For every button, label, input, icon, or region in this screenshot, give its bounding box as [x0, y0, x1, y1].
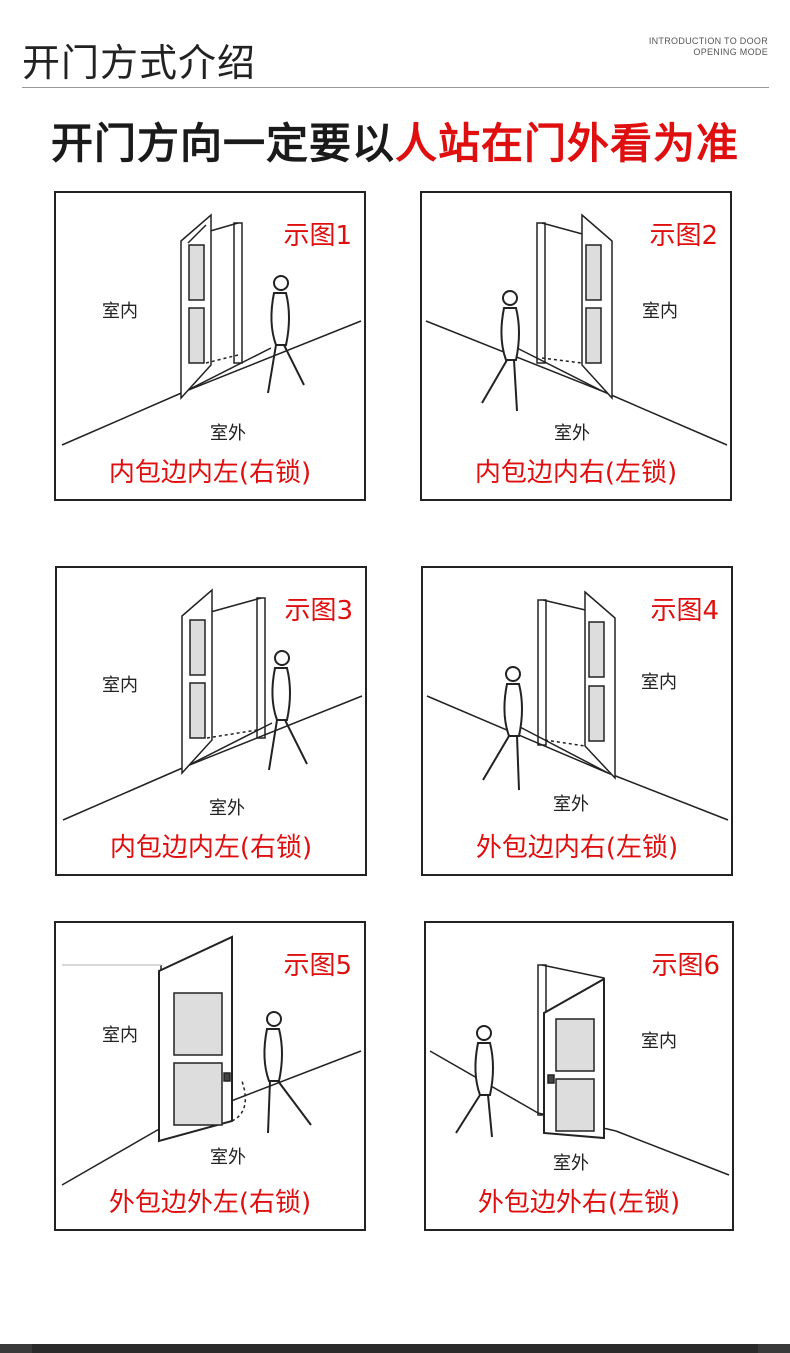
door-illustration-6 [429, 964, 730, 1176]
headline: 开门方向一定要以人站在门外看为准 [0, 110, 790, 171]
panel-caption: 外包边外右(左锁) [477, 1188, 681, 1218]
panel-number: 示图2 [649, 221, 718, 251]
bottom-bar [0, 1344, 790, 1353]
subtitle-line-1: INTRODUCTION TO DOOR [648, 36, 768, 46]
bottom-bar-right-cap [758, 1344, 790, 1353]
page-title: 开门方式介绍 [22, 41, 257, 85]
subtitle-line-2: OPENING MODE [693, 47, 768, 57]
headline-part-1: 开门方向一定要以 [50, 119, 395, 168]
diagram-panel-4: 示图4 室内 室外 外包边内右(左锁) [421, 566, 733, 876]
panel-number: 示图3 [284, 596, 353, 626]
outdoor-label: 室外 [209, 798, 245, 819]
panel-caption: 内包边内左(右锁) [108, 458, 312, 488]
panel-caption: 外包边内右(左锁) [475, 833, 679, 863]
panel-number: 示图5 [283, 951, 352, 981]
indoor-label: 室内 [102, 301, 138, 322]
indoor-label: 室内 [641, 1031, 677, 1052]
diagram-panel-5: 示图5 室内 室外 外包边外左(右锁) [54, 921, 366, 1231]
panel-caption: 外包边外左(右锁) [108, 1188, 312, 1218]
door-illustration-4 [426, 590, 729, 821]
page-subtitle-en: INTRODUCTION TO DOOR OPENING MODE [649, 36, 768, 58]
diagram-panel-1: 示图1 室内 室外 内包边内左(右锁) [54, 191, 366, 501]
outdoor-label: 室外 [554, 423, 590, 444]
panel-number: 示图1 [283, 221, 352, 251]
indoor-label: 室内 [642, 301, 678, 322]
outdoor-label: 室外 [553, 794, 589, 815]
outdoor-label: 室外 [210, 1147, 246, 1168]
indoor-label: 室内 [641, 672, 677, 693]
header-divider [22, 87, 769, 88]
diagram-panel-6: 示图6 室内 室外 外包边外右(左锁) [424, 921, 734, 1231]
indoor-label: 室内 [102, 675, 138, 696]
panel-number: 示图6 [651, 951, 720, 981]
bottom-bar-left-cap [0, 1344, 32, 1353]
door-illustration-3 [62, 588, 363, 821]
diagram-panel-2: 示图2 室内 室外 内包边内右(左锁) [420, 191, 732, 501]
headline-part-2-highlight: 人站在门外看为准 [395, 119, 740, 168]
door-illustration-5 [61, 935, 362, 1186]
outdoor-label: 室外 [210, 423, 246, 444]
panel-caption: 内包边内左(右锁) [109, 833, 313, 863]
door-illustration-1 [61, 213, 362, 446]
diagram-panel-3: 示图3 室内 室外 内包边内左(右锁) [55, 566, 367, 876]
indoor-label: 室内 [102, 1025, 138, 1046]
outdoor-label: 室外 [553, 1153, 589, 1174]
panel-number: 示图4 [650, 596, 719, 626]
door-illustration-2 [425, 213, 728, 446]
panel-caption: 内包边内右(左锁) [474, 458, 678, 488]
